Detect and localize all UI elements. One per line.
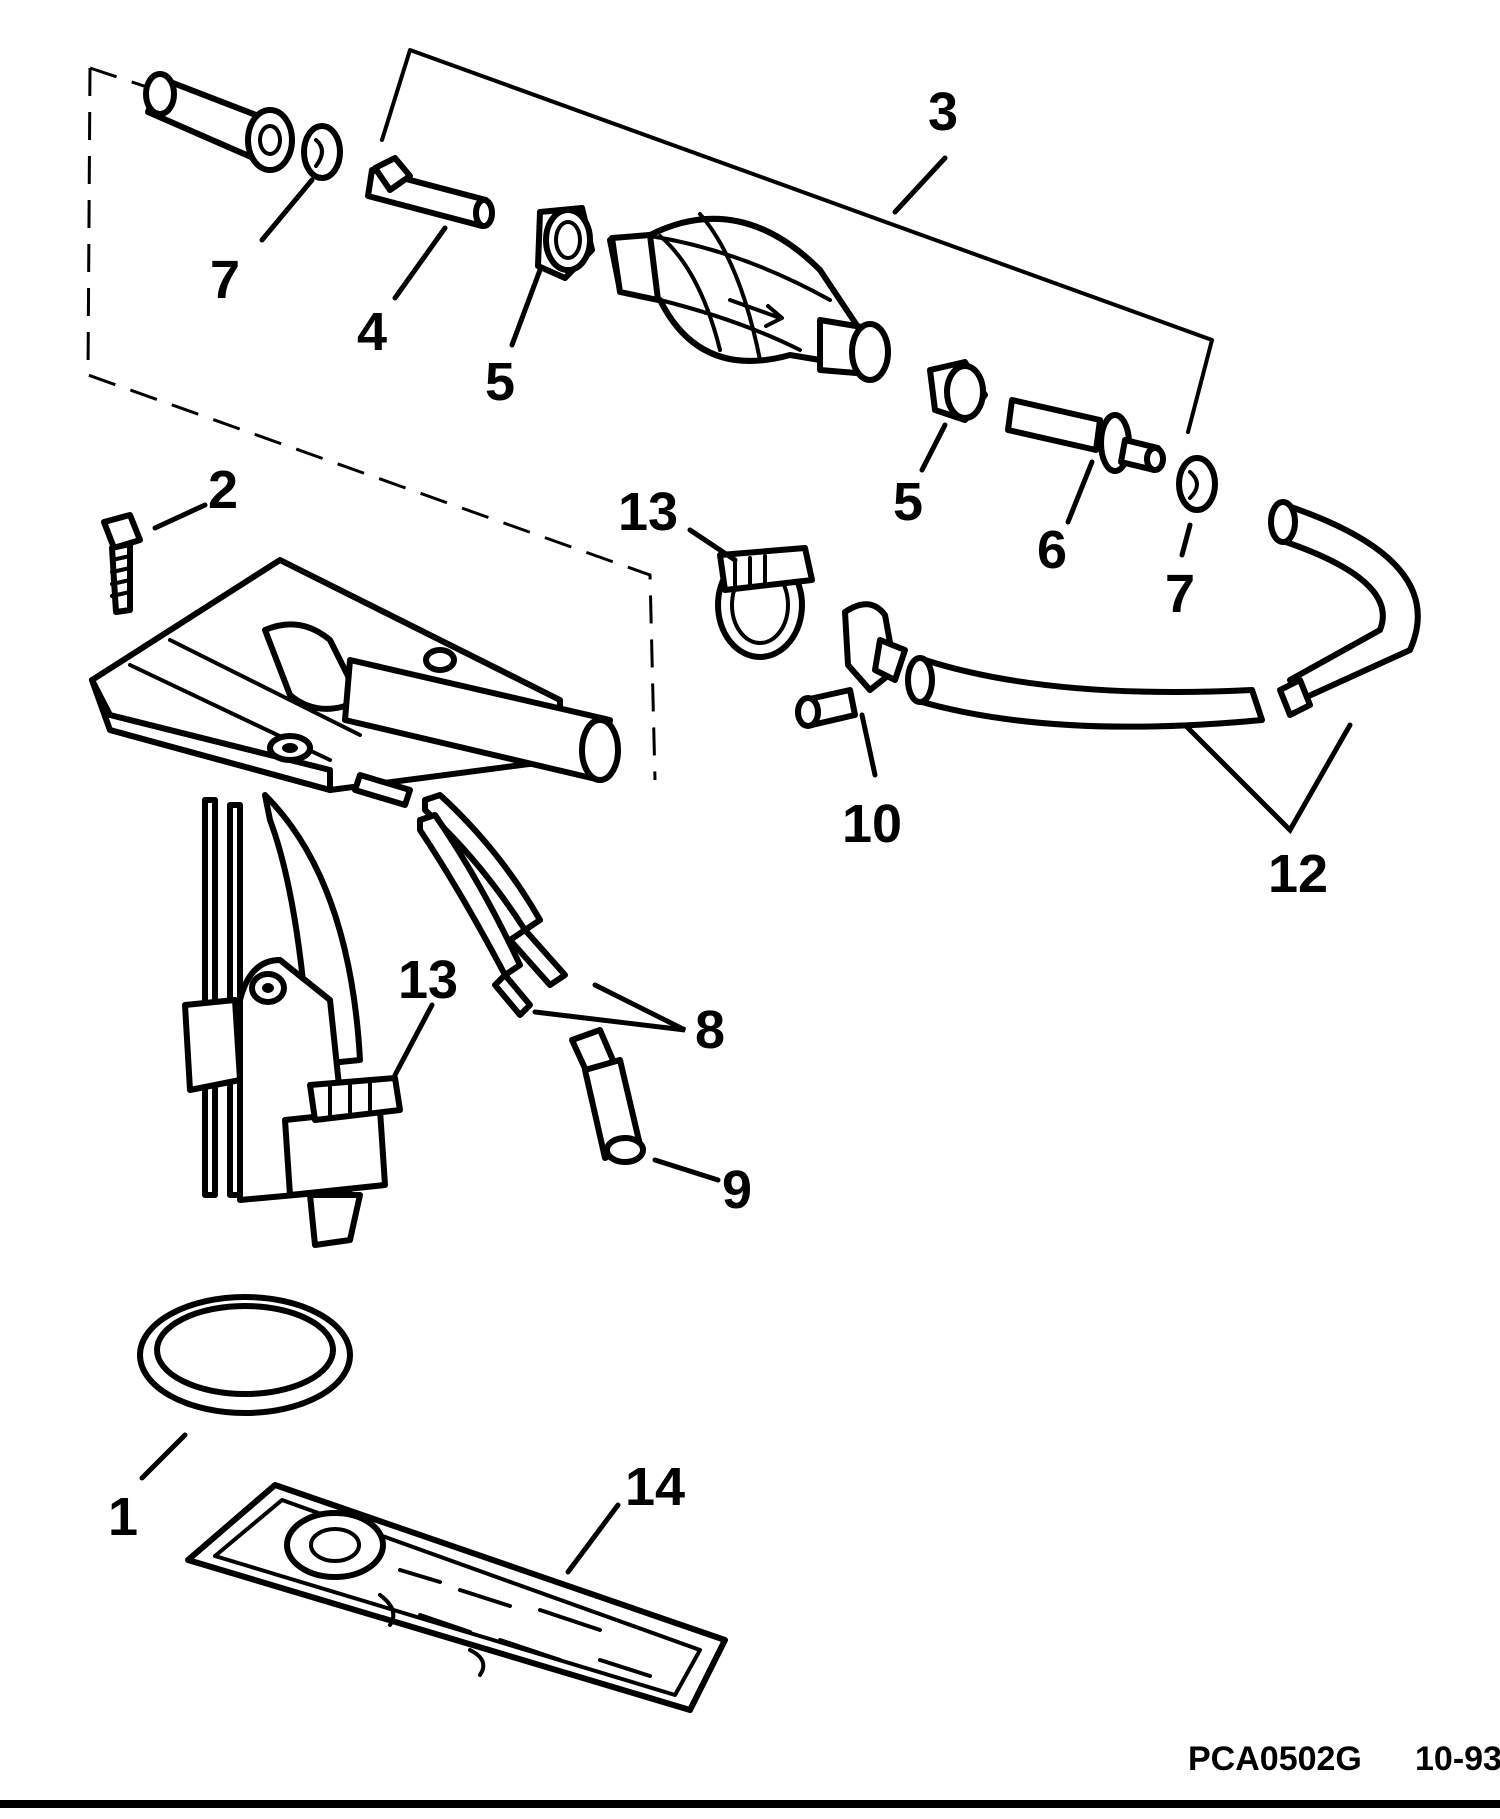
clamp-13-top: [715, 545, 815, 660]
top-hose-segment: [143, 71, 295, 173]
callout-13-top: 13: [618, 482, 678, 542]
diagram-date: 10-93: [1415, 1740, 1500, 1778]
leader-6: [1065, 459, 1095, 525]
o-ring-1: [137, 1294, 353, 1416]
callout-7-right: 7: [1165, 564, 1195, 624]
callout-14: 14: [625, 1457, 685, 1517]
fitting-6: [1005, 397, 1166, 474]
callout-2: 2: [208, 460, 238, 520]
bracket-item-3: [380, 48, 1214, 434]
gasket-14: [185, 1482, 728, 1713]
fuel-pump-body: [182, 792, 388, 1248]
bottom-rule: [0, 1800, 1500, 1808]
leader-4: [392, 225, 448, 301]
fuel-pump-bracket: [89, 557, 621, 808]
leader-14: [565, 1502, 621, 1575]
fitting-4: [365, 155, 495, 229]
nut-5-left: [535, 205, 595, 281]
callout-4: 4: [357, 302, 387, 362]
leader-5-left: [509, 267, 543, 348]
bolt-2: [101, 512, 143, 615]
callout-6: 6: [1037, 520, 1067, 580]
callout-8: 8: [695, 1000, 725, 1060]
assembly-dashed-outline: [86, 66, 657, 781]
nut-5-right: [927, 359, 988, 423]
callout-5-left: 5: [485, 352, 515, 412]
leader-3: [892, 155, 948, 215]
leader-8: [532, 982, 687, 1033]
leader-12: [1182, 722, 1353, 835]
callout-13-lower: 13: [398, 950, 458, 1010]
callout-7-left: 7: [210, 250, 240, 310]
tee-fitting-10: [795, 601, 908, 729]
clip-7-left: [301, 123, 343, 181]
callout-10: 10: [842, 794, 902, 854]
callout-3: 3: [928, 82, 958, 142]
leader-13-top: [687, 527, 738, 563]
hose-12: [905, 499, 1421, 730]
leader-10: [859, 712, 878, 778]
diagram-code: PCA0502G: [1188, 1740, 1362, 1778]
clamp-13-lower: [307, 1075, 403, 1123]
primer-bulb-3: [607, 212, 891, 383]
leader-9: [652, 1157, 721, 1183]
callout-12: 12: [1268, 844, 1328, 904]
callout-5-right: 5: [893, 472, 923, 532]
leader-7-right: [1179, 522, 1193, 558]
wires-8: [417, 792, 568, 1018]
connector-9: [569, 1027, 646, 1165]
leader-13-lower: [392, 1002, 435, 1078]
leader-1: [139, 1432, 188, 1481]
clip-7-right: [1176, 455, 1218, 513]
callout-1: 1: [108, 1487, 138, 1547]
leader-5-right: [919, 422, 948, 473]
leader-2: [152, 502, 208, 531]
callout-9: 9: [722, 1160, 752, 1220]
leader-7-left: [259, 177, 315, 243]
